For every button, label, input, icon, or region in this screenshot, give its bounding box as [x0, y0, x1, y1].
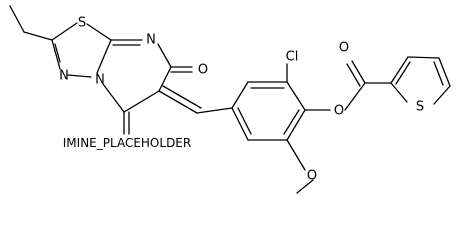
- bonds: [9, 5, 451, 194]
- bond: [67, 74, 92, 78]
- bond: [96, 39, 112, 74]
- atom-labels: S N N N O Cl O O S O: [59, 16, 424, 184]
- bond: [286, 81, 306, 111]
- bond: [86, 23, 112, 41]
- bond: [433, 61, 444, 86]
- bond: [157, 43, 172, 68]
- bond: [231, 107, 249, 141]
- atom-label-imine: IMINE_PLACEHOLDER: [63, 136, 191, 150]
- atom-label-n-ring-left: N: [59, 69, 69, 84]
- bond: [158, 90, 198, 114]
- imine-text: IMINE_PLACEHOLDER: [63, 136, 191, 150]
- bond: [344, 82, 366, 111]
- bond: [237, 107, 252, 135]
- bond: [51, 22, 78, 41]
- bond: [286, 139, 306, 171]
- bond: [296, 179, 314, 194]
- bond: [158, 66, 172, 92]
- bond: [123, 90, 160, 113]
- bond: [438, 57, 451, 87]
- atom-label-n-ring-top: N: [146, 33, 156, 48]
- atom-label-o-ester: O: [334, 104, 344, 119]
- atom-label-n-ring-bridge: N: [95, 73, 105, 88]
- bond: [351, 60, 366, 84]
- bond: [390, 82, 408, 103]
- bond: [231, 81, 249, 109]
- bond: [162, 85, 202, 109]
- bond: [346, 63, 361, 87]
- bond: [102, 83, 125, 113]
- bond: [51, 39, 61, 70]
- bond: [196, 107, 233, 114]
- atom-label-s-thiophene: S: [416, 100, 424, 115]
- bond: [390, 56, 409, 84]
- bond: [23, 31, 53, 41]
- atom-label-o-ketone: O: [198, 63, 208, 78]
- atom-label-cl: Cl: [286, 50, 299, 65]
- bond: [395, 61, 411, 85]
- atom-label-o-methoxy: O: [307, 169, 317, 184]
- bond: [9, 5, 25, 33]
- bond: [433, 85, 451, 105]
- atom-label-o-ester-carbonyl: O: [339, 41, 349, 56]
- bond: [286, 109, 306, 141]
- bond: [283, 109, 300, 135]
- chemical-structure-diagram: S N N N O Cl O O S O IMINE_PLACEHOLDER: [9, 5, 451, 194]
- bond: [407, 56, 440, 59]
- atom-label-s-thiadiazole: S: [78, 16, 86, 31]
- bond: [54, 43, 61, 63]
